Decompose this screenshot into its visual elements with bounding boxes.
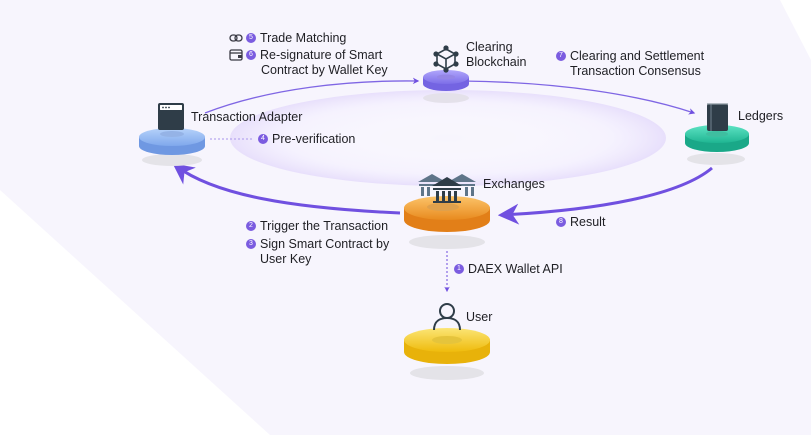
arrow-adapter-to-blockchain (204, 77, 420, 114)
step-clearing-settlement: 7 Clearing and Settlement Transaction Con… (556, 49, 704, 79)
user-node[interactable] (404, 303, 490, 380)
arrow-exchanges-to-adapter (172, 163, 401, 215)
step-badge: 7 (556, 50, 566, 61)
step-wallet-api: 1 DAEX Wallet API (454, 262, 563, 277)
exchanges-node[interactable] (404, 174, 490, 249)
book-icon (707, 103, 728, 131)
step-trade-matching: 5 Trade Matching (229, 31, 346, 46)
sign-line1: Sign Smart Contract by (260, 237, 390, 251)
resignature-line2: Contract by Wallet Key (261, 63, 388, 77)
browser-window-icon (158, 103, 184, 130)
clearing-settlement-line1: Clearing and Settlement (570, 49, 705, 63)
step-pre-verification: 4 Pre-verification (258, 132, 355, 147)
arrow-blockchain-to-ledgers (461, 80, 696, 115)
clearing-blockchain-label-line1: Clearing (466, 40, 513, 54)
exchanges-label: Exchanges (483, 177, 545, 191)
trigger-text: Trigger the Transaction (260, 219, 389, 233)
clearing-blockchain-label-line2: Blockchain (466, 55, 527, 69)
transaction-adapter-node[interactable] (139, 103, 205, 166)
step-badge: 5 (246, 32, 256, 43)
clearing-blockchain-label: Clearing Blockchain (466, 40, 526, 70)
step-resignature: 6 Re-signature of Smart Contract by Walle… (229, 48, 388, 78)
pre-verification-text: Pre-verification (272, 132, 356, 146)
sign-line2: User Key (260, 252, 312, 266)
step-badge: 6 (246, 49, 256, 60)
wallet-icon (229, 49, 243, 61)
ledgers-node[interactable] (685, 103, 749, 165)
user-icon (433, 303, 461, 331)
step-badge: 8 (556, 216, 566, 227)
link-icon (229, 34, 243, 42)
bank-buildings-icon (418, 174, 476, 203)
trade-matching-text: Trade Matching (260, 31, 347, 45)
center-ring (230, 90, 666, 186)
result-text: Result (570, 215, 606, 229)
user-label: User (466, 310, 493, 324)
ledgers-label: Ledgers (738, 109, 784, 123)
step-badge: 2 (246, 220, 256, 231)
step-trigger: 2 Trigger the Transaction (246, 219, 388, 234)
resignature-line1: Re-signature of Smart (260, 48, 383, 62)
step-badge: 4 (258, 133, 268, 144)
step-result: 8 Result (556, 215, 605, 230)
step-sign: 3 Sign Smart Contract by User Key (246, 237, 389, 267)
clearing-blockchain-node[interactable] (423, 45, 469, 103)
transaction-adapter-label: Transaction Adapter (191, 110, 303, 124)
arrow-ledgers-to-exchanges (497, 166, 713, 225)
clearing-settlement-line2: Transaction Consensus (570, 64, 701, 78)
step-badge: 1 (454, 263, 464, 274)
step-badge: 3 (246, 238, 256, 249)
cube-network-icon (433, 45, 459, 73)
wallet-api-text: DAEX Wallet API (468, 262, 563, 276)
